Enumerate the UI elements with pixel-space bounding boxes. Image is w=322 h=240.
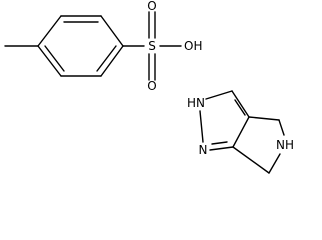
pyrazole-nh-atom-label: HN (187, 96, 205, 110)
sulfur-atom-label: S (148, 39, 156, 53)
pyrazole-c-n-bond (209, 146, 234, 151)
toluenesulfonic-acid: S O O OH (4, 0, 202, 93)
ring-bond (37, 45, 62, 77)
pyrrolidine-nh-ch2-bond (268, 153, 281, 174)
ring-fusion-double-bond (232, 116, 250, 148)
pyrazole-ch-c-bond (231, 90, 250, 118)
oxygen-top-atom-label: O (147, 0, 156, 13)
pyrazole-c-n-double-bond (211, 141, 228, 145)
structure-canvas: S O O OH HN N NH (4, 0, 294, 174)
hydroxyl-atom-label: OH (184, 39, 202, 53)
pyrrolidine-ch2-c-bond (232, 146, 270, 174)
pyrrolidine-nh-atom-label: NH (276, 138, 294, 152)
chemical-structure: S O O OH HN N NH (4, 0, 294, 174)
ring-bond (100, 45, 124, 77)
pyrazole-ch-c-double-bond (234, 99, 246, 116)
pyrazole-n-n-bond (199, 110, 204, 143)
pyrrolidine-ch2-nh-bond (278, 119, 285, 136)
pyrazole-nh-ch-bond (205, 90, 233, 100)
pyrrolidine-ch2-bond (248, 116, 280, 121)
ring-double-bond (96, 45, 117, 72)
ring-bond (37, 15, 62, 47)
tetrahydropyrrolopyrazole: HN N NH (187, 90, 294, 174)
ring-double-bond (44, 45, 65, 72)
pyrazole-n-atom-label: N (199, 143, 208, 157)
oxygen-bottom-atom-label: O (147, 79, 156, 93)
ring-bond (100, 15, 124, 47)
